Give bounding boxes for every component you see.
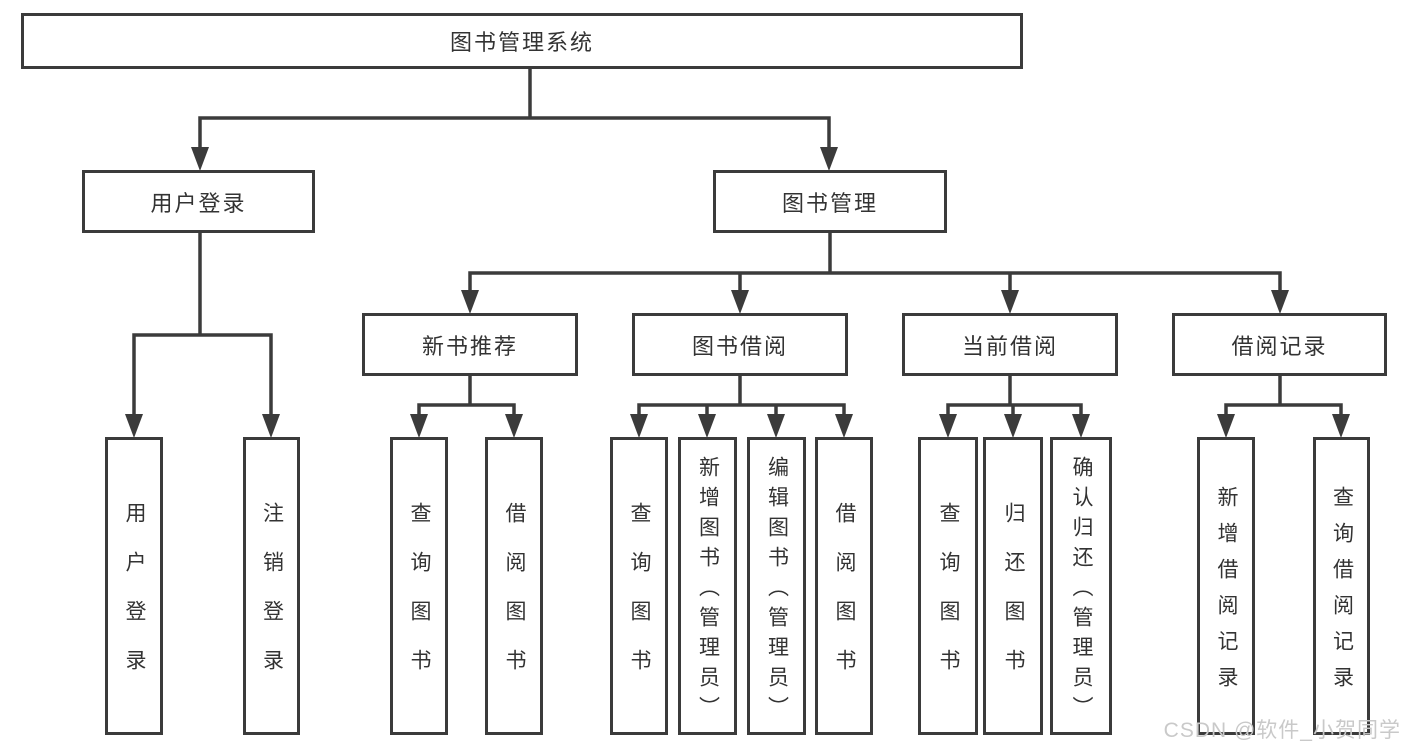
node-label: 当前借阅 — [961, 333, 1058, 359]
leaf-label: 归还图书 — [1002, 502, 1025, 698]
node-book-management: 图书管理 — [713, 170, 947, 233]
leaf-query-borrow-record: 查询借阅记录 — [1313, 437, 1370, 735]
node-label: 新书推荐 — [421, 333, 518, 359]
node-book-borrowing: 图书借阅 — [632, 313, 848, 376]
node-label: 图书借阅 — [691, 333, 788, 359]
leaf-label: 借阅图书 — [833, 502, 856, 698]
leaf-borrow-books-borrowing: 借阅图书 — [815, 437, 873, 735]
leaf-label: 借阅图书 — [503, 502, 526, 698]
leaf-label: 用户登录 — [123, 502, 146, 698]
node-label: 借阅记录 — [1231, 333, 1328, 359]
leaf-user-login: 用户登录 — [105, 437, 163, 735]
node-label: 用户登录 — [150, 190, 247, 216]
leaf-label: 查询图书 — [628, 502, 651, 698]
leaf-label: 注销登录 — [260, 502, 284, 698]
node-new-book-recommendation: 新书推荐 — [362, 313, 578, 376]
leaf-query-books-recommend: 查询图书 — [390, 437, 448, 735]
node-borrowing-records: 借阅记录 — [1172, 313, 1387, 376]
leaf-query-books-current: 查询图书 — [918, 437, 978, 735]
watermark: CSDN @软件_小贺同学 — [1163, 719, 1401, 742]
leaf-return-books: 归还图书 — [983, 437, 1043, 735]
leaf-label: 查询图书 — [408, 502, 431, 698]
node-current-borrowing: 当前借阅 — [902, 313, 1118, 376]
leaf-borrow-books-recommend: 借阅图书 — [485, 437, 543, 735]
leaf-label: 新增图书（管理员） — [696, 455, 720, 726]
leaf-label: 查询借阅记录 — [1330, 485, 1354, 702]
node-label: 图书管理 — [781, 190, 878, 216]
leaf-logout: 注销登录 — [243, 437, 300, 735]
leaf-add-books-admin: 新增图书（管理员） — [678, 437, 737, 735]
node-user-login: 用户登录 — [82, 170, 315, 233]
node-label: 图书管理系统 — [449, 30, 594, 55]
leaf-query-books-borrowing: 查询图书 — [610, 437, 668, 735]
leaf-confirm-return-admin: 确认归还（管理员） — [1050, 437, 1112, 735]
leaf-label: 新增借阅记录 — [1215, 485, 1238, 702]
leaf-label: 确认归还（管理员） — [1070, 455, 1093, 726]
node-library-management-system: 图书管理系统 — [21, 13, 1023, 69]
leaf-edit-books-admin: 编辑图书（管理员） — [747, 437, 806, 735]
leaf-label: 编辑图书（管理员） — [765, 455, 789, 726]
leaf-add-borrow-record: 新增借阅记录 — [1197, 437, 1255, 735]
leaf-label: 查询图书 — [937, 502, 960, 698]
